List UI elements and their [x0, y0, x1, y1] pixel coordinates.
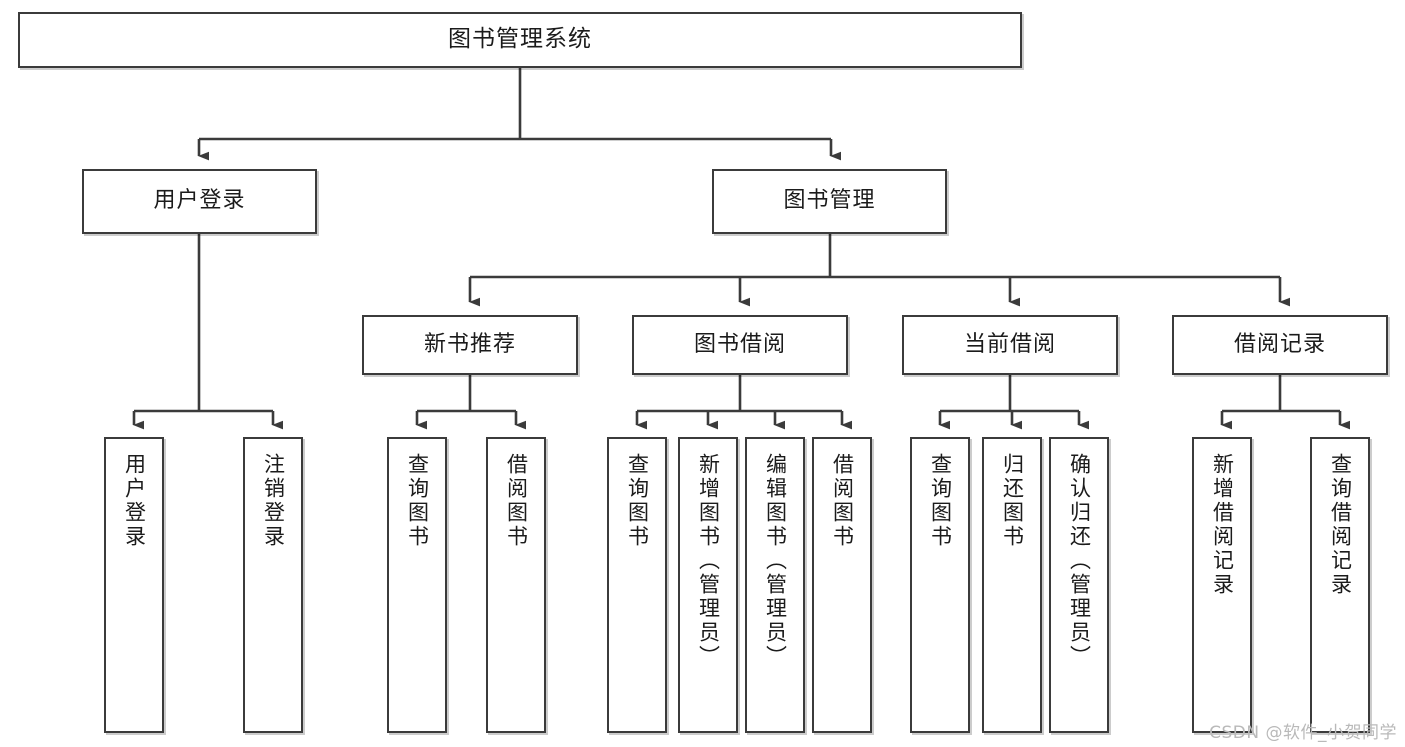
node-book-borrow[interactable]: 图书借阅: [632, 315, 848, 375]
leaf-recommend-borrow-book[interactable]: 借阅图书: [486, 437, 546, 733]
node-label: 图书管理: [783, 188, 876, 214]
leaf-borrow-add-book-admin[interactable]: 新增图书（管理员）: [678, 437, 738, 733]
leaf-recommend-query-book[interactable]: 查询图书: [387, 437, 447, 733]
leaf-record-query-borrow-record[interactable]: 查询借阅记录: [1310, 437, 1370, 733]
node-label: 查询借阅记录: [1328, 453, 1353, 597]
node-label: 确认归还（管理员）: [1067, 453, 1092, 669]
leaf-borrow-borrow-book[interactable]: 借阅图书: [812, 437, 872, 733]
node-label: 查询图书: [928, 453, 953, 549]
node-current-borrow[interactable]: 当前借阅: [902, 315, 1118, 375]
node-label: 注销登录: [261, 453, 286, 549]
node-user-login[interactable]: 用户登录: [82, 169, 317, 234]
node-label: 借阅记录: [1233, 331, 1326, 357]
node-book-management-system[interactable]: 图书管理系统: [18, 12, 1022, 68]
node-label: 当前借阅: [963, 331, 1056, 357]
node-label: 新增图书（管理员）: [696, 453, 721, 669]
node-label: 新书推荐: [423, 331, 516, 357]
node-label: 图书管理系统: [448, 26, 592, 53]
leaf-user-logout[interactable]: 注销登录: [243, 437, 303, 733]
node-label: 用户登录: [122, 453, 147, 549]
node-label: 图书借阅: [693, 331, 786, 357]
watermark-text: CSDN @软件_小贺同学: [1209, 723, 1397, 743]
node-book-management[interactable]: 图书管理: [712, 169, 947, 234]
node-label: 用户登录: [153, 188, 246, 214]
node-label: 查询图书: [405, 453, 430, 549]
leaf-current-confirm-return-admin[interactable]: 确认归还（管理员）: [1049, 437, 1109, 733]
leaf-record-add-borrow-record[interactable]: 新增借阅记录: [1192, 437, 1252, 733]
leaf-current-query-book[interactable]: 查询图书: [910, 437, 970, 733]
leaf-borrow-query-book[interactable]: 查询图书: [607, 437, 667, 733]
node-borrow-record[interactable]: 借阅记录: [1172, 315, 1388, 375]
leaf-user-login[interactable]: 用户登录: [104, 437, 164, 733]
node-label: 归还图书: [1000, 453, 1025, 549]
node-label: 编辑图书（管理员）: [763, 453, 788, 669]
node-label: 借阅图书: [504, 453, 529, 549]
node-new-book-recommend[interactable]: 新书推荐: [362, 315, 578, 375]
leaf-current-return-book[interactable]: 归还图书: [982, 437, 1042, 733]
node-label: 新增借阅记录: [1210, 453, 1235, 597]
node-label: 查询图书: [625, 453, 650, 549]
leaf-borrow-edit-book-admin[interactable]: 编辑图书（管理员）: [745, 437, 805, 733]
node-label: 借阅图书: [830, 453, 855, 549]
